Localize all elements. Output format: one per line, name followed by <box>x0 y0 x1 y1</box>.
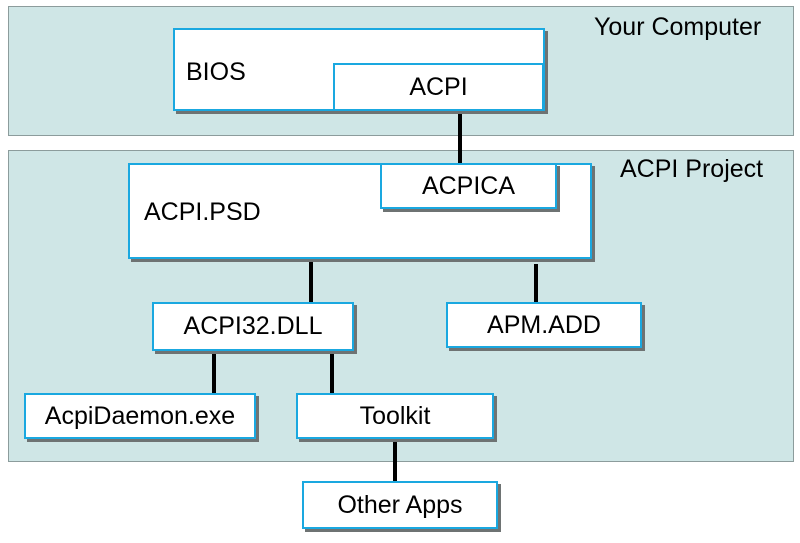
region-acpi-project-label: ACPI Project <box>620 155 764 183</box>
acpi32-dll-box: ACPI32.DLL <box>152 302 354 351</box>
other-apps-box: Other Apps <box>302 481 498 529</box>
apm-add-box: APM.ADD <box>446 302 642 348</box>
acpi-box: ACPI <box>333 63 544 111</box>
connector-toolkit-otherapps <box>393 441 397 481</box>
bios-label: BIOS <box>186 58 246 86</box>
acpi-daemon-box: AcpiDaemon.exe <box>24 393 256 439</box>
region-your-computer-label: Your Computer <box>594 13 762 41</box>
connector-acpi32-toolkit <box>330 351 334 393</box>
connector-acpi32-daemon <box>212 351 216 393</box>
acpi-psd-label: ACPI.PSD <box>144 198 261 226</box>
connector-acpi-acpica <box>458 111 462 163</box>
connector-psd-apm <box>534 264 538 302</box>
toolkit-box: Toolkit <box>296 393 494 439</box>
acpica-box: ACPICA <box>380 163 557 209</box>
connector-psd-acpi32 <box>309 258 313 302</box>
